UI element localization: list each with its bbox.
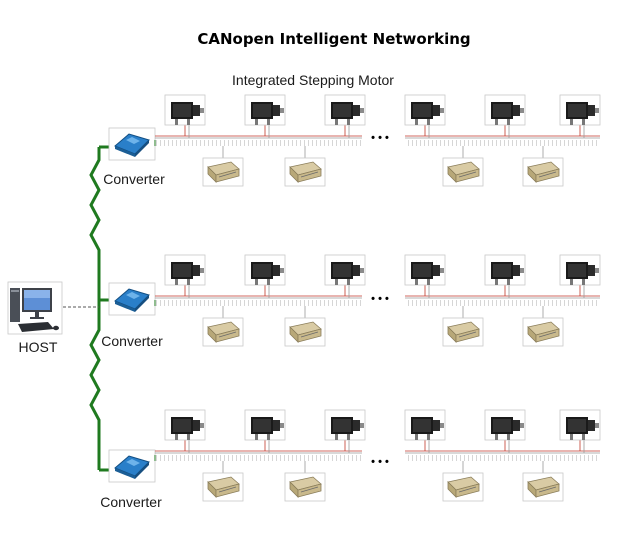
network-row-1: Converter [103,127,165,187]
converter-icon [108,127,156,161]
stepping-motor-icon [164,254,206,286]
ellipsis-row-3: • • • [371,456,389,468]
network-row-2-devices [154,254,601,347]
power-supply-icon [284,472,326,502]
converter-icon [108,449,156,483]
converter [108,127,156,161]
power-supply-icon [284,317,326,347]
trunk-bus [89,147,101,470]
stepping-motor-icon [559,409,601,441]
network-row-1-devices [154,94,601,187]
converter [108,449,156,483]
converter-label: Converter [103,171,165,187]
host-label: HOST [19,339,58,355]
power-supply-icon [442,317,484,347]
power-supply-icon [522,317,564,347]
stepping-motor-icon [164,409,206,441]
power-supply-icon [522,157,564,187]
stepping-motor-icon [559,254,601,286]
stepping-motor-icon [244,94,286,126]
converter-label: Converter [101,333,163,349]
can-bus-segment [405,455,600,461]
network-row-2: Converter [101,282,163,349]
network-row-3: Converter [100,449,162,510]
ellipsis-row-1: • • • [371,132,389,144]
diagram-title: CANopen Intelligent Networking [197,30,470,48]
converter-icon [108,282,156,316]
can-bus-segment [405,300,600,306]
stepping-motor-icon [404,94,446,126]
can-bus-segment [155,300,362,306]
stepping-motor-icon [559,94,601,126]
converter-label: Converter [100,494,162,510]
stepping-motor-icon [324,254,366,286]
host-computer [7,281,63,335]
can-bus-segment [155,140,362,146]
stepping-motor-icon [484,254,526,286]
converter [108,282,156,316]
network-row-3-devices [154,409,601,502]
power-supply-icon [202,157,244,187]
motor-label: Integrated Stepping Motor [232,72,394,88]
can-bus-segment [405,140,600,146]
stepping-motor-icon [484,409,526,441]
stepping-motor-icon [404,254,446,286]
power-supply-icon [442,472,484,502]
host-computer-icon [7,281,63,335]
stepping-motor-icon [164,94,206,126]
power-supply-icon [202,317,244,347]
stepping-motor-icon [244,254,286,286]
power-supply-icon [522,472,564,502]
stepping-motor-icon [404,409,446,441]
can-bus-segment [155,455,362,461]
ellipsis-row-2: • • • [371,293,389,305]
stepping-motor-icon [324,409,366,441]
power-supply-icon [284,157,326,187]
power-supply-icon [202,472,244,502]
power-supply-icon [442,157,484,187]
stepping-motor-icon [484,94,526,126]
stepping-motor-icon [244,409,286,441]
stepping-motor-icon [324,94,366,126]
